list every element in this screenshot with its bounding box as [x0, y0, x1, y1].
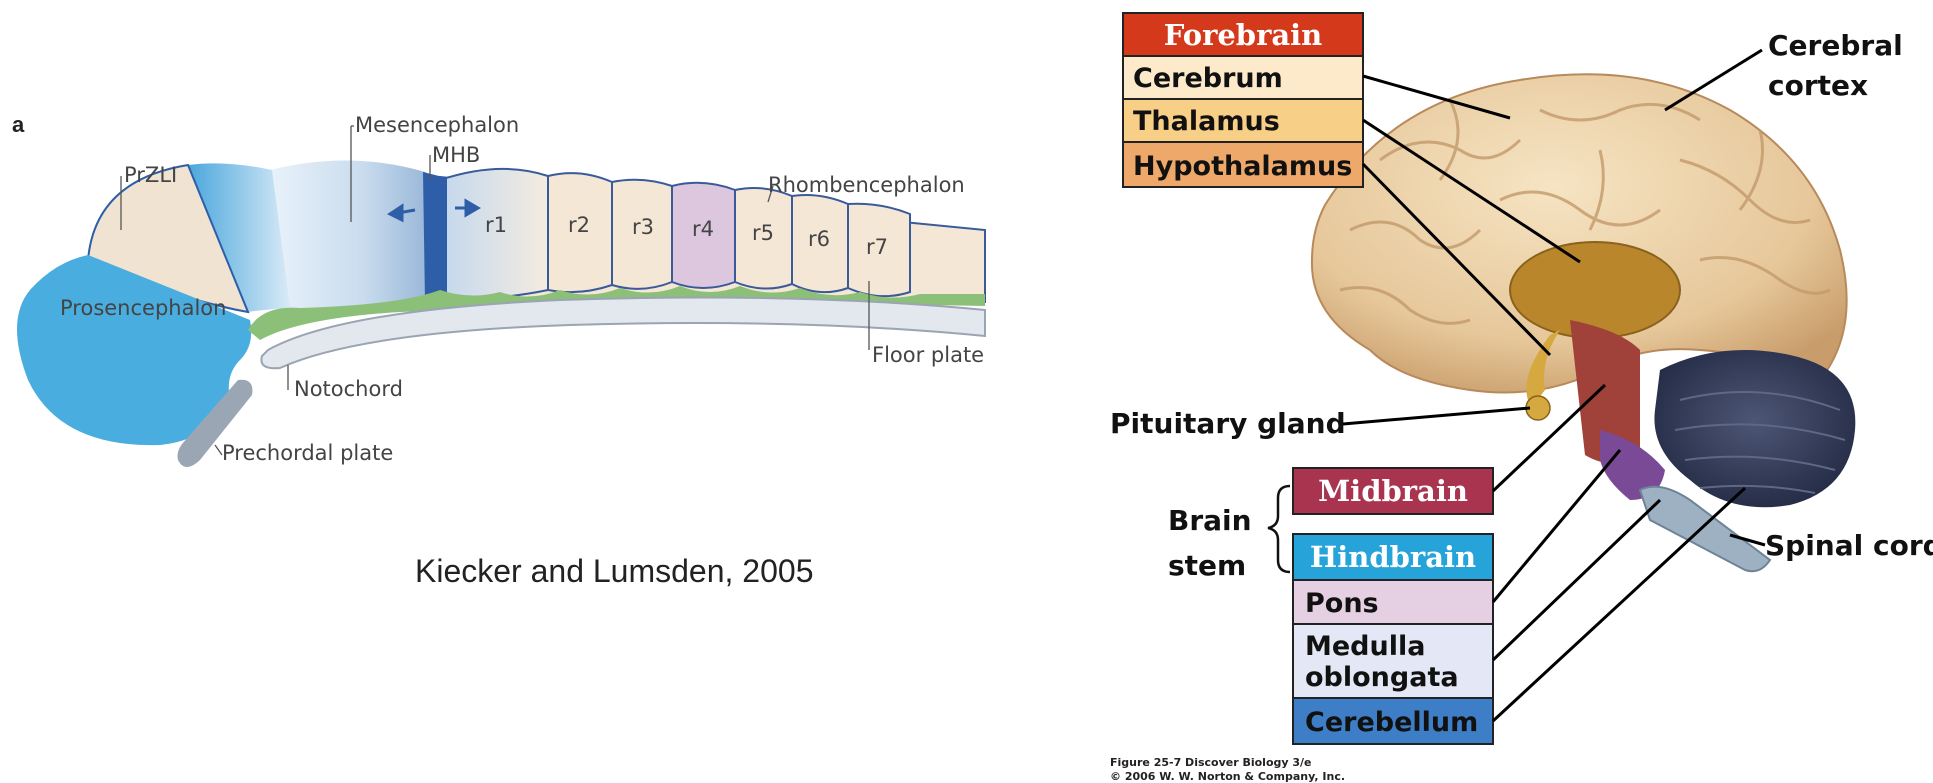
- cerebral-cortex-label-line2: cortex: [1768, 69, 1868, 102]
- mesencephalon-region: [270, 160, 440, 309]
- label-floor-plate: Floor plate: [872, 343, 984, 367]
- adult-brain-diagram: Forebrain Cerebrum Thalamus Hypothalamus…: [1110, 13, 1933, 783]
- panel-letter: a: [12, 112, 25, 137]
- rhombomere-label: r5: [752, 221, 774, 245]
- rhombomere-label: r6: [808, 227, 830, 251]
- hindbrain-header: Hindbrain: [1310, 540, 1476, 574]
- figure-credit-line1: Figure 25-7 Discover Biology 3/e: [1110, 756, 1312, 769]
- hypothalamus-label: Hypothalamus: [1133, 151, 1352, 182]
- medulla-label-line2: oblongata: [1305, 662, 1459, 693]
- midbrain-label: Midbrain: [1318, 474, 1468, 508]
- medulla-label-line1: Medulla: [1305, 631, 1425, 662]
- rhombomere-label: r7: [866, 235, 888, 259]
- label-notochord: Notochord: [294, 377, 403, 401]
- spinal-cord-label: Spinal cord: [1765, 529, 1933, 562]
- neural-tube-diagram: a: [12, 112, 985, 589]
- label-mesencephalon: Mesencephalon: [355, 113, 519, 137]
- label-przli: PrZLI: [124, 163, 177, 187]
- forebrain-legend: Forebrain Cerebrum Thalamus Hypothalamus: [1123, 13, 1363, 187]
- rhombomere-label: r3: [632, 215, 654, 239]
- figure-credit-line2: © 2006 W. W. Norton & Company, Inc.: [1110, 770, 1345, 783]
- label-mhb: MHB: [432, 143, 480, 167]
- cerebral-cortex-label-line1: Cerebral: [1768, 29, 1903, 62]
- rhombomere-label: r1: [485, 213, 507, 237]
- pituitary-gland-label: Pituitary gland: [1110, 407, 1346, 440]
- mhb-band: [423, 172, 447, 302]
- label-prechordal-plate: Prechordal plate: [222, 441, 393, 465]
- thalamus-label: Thalamus: [1133, 106, 1280, 137]
- label-prosencephalon: Prosencephalon: [60, 296, 226, 320]
- forebrain-header: Forebrain: [1164, 18, 1323, 52]
- thalamus-shape: [1510, 242, 1680, 338]
- brain-stem-brace: [1268, 486, 1290, 572]
- rhombomere-label: r2: [568, 213, 590, 237]
- cerebellum-label: Cerebellum: [1305, 707, 1478, 738]
- brain-stem-label-line2: stem: [1168, 549, 1246, 582]
- hindbrain-legend: Hindbrain Pons Medulla oblongata Cerebel…: [1293, 534, 1493, 744]
- label-rhombencephalon: Rhombencephalon: [768, 173, 965, 197]
- brain-stem-label-line1: Brain: [1168, 504, 1252, 537]
- rhombomere-label: r4: [692, 217, 714, 241]
- citation: Kiecker and Lumsden, 2005: [415, 553, 813, 589]
- cerebrum-label: Cerebrum: [1133, 63, 1283, 94]
- pons-label: Pons: [1305, 588, 1379, 619]
